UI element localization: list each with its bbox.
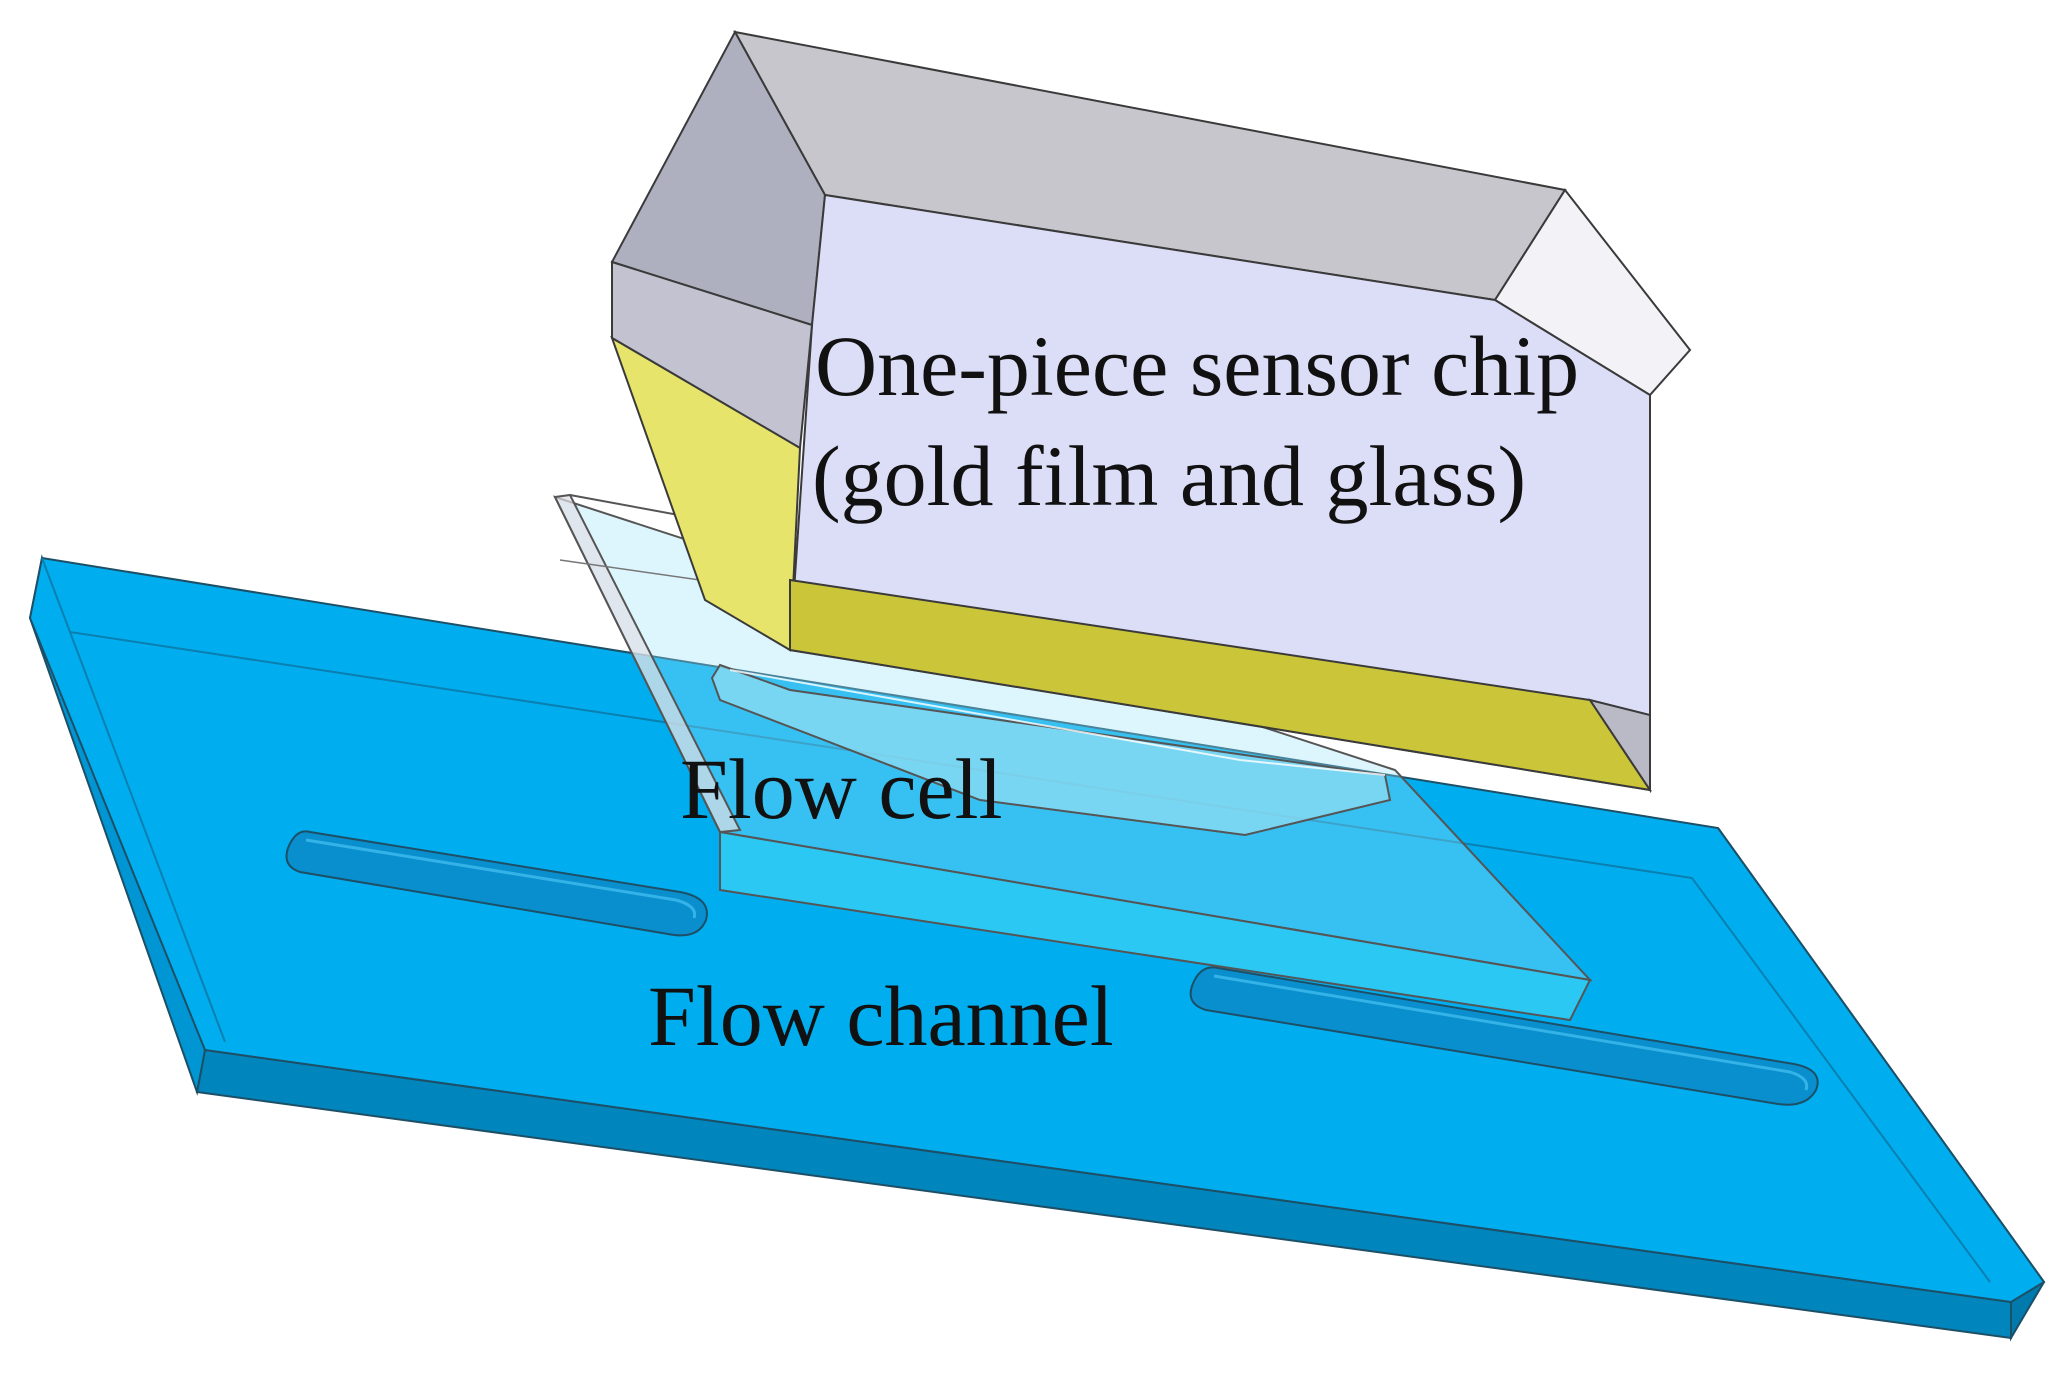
flow-channel-label: Flow channel: [648, 968, 1114, 1064]
right-channel-slot: [1189, 966, 1819, 1106]
flow-cell-hex-inner: [729, 669, 1386, 776]
channel-plate-rim: [69, 631, 1991, 1283]
flow-cell-left: [553, 493, 742, 834]
left-channel-slot: [285, 830, 708, 937]
flow-cell-label: Flow cell: [680, 741, 1002, 837]
flow-cell-front: [719, 830, 1592, 1022]
prism-right-lower: [1587, 698, 1651, 794]
channel-plate-rim-left: [41, 557, 226, 1043]
flow-cell-hex-opening: [710, 663, 1392, 837]
sensor-chip-label-line2: (gold film and glass): [812, 428, 1526, 524]
sensor-chip-prism: [610, 29, 1692, 794]
sensor-chip-label-line1: One-piece sensor chip: [815, 318, 1579, 414]
